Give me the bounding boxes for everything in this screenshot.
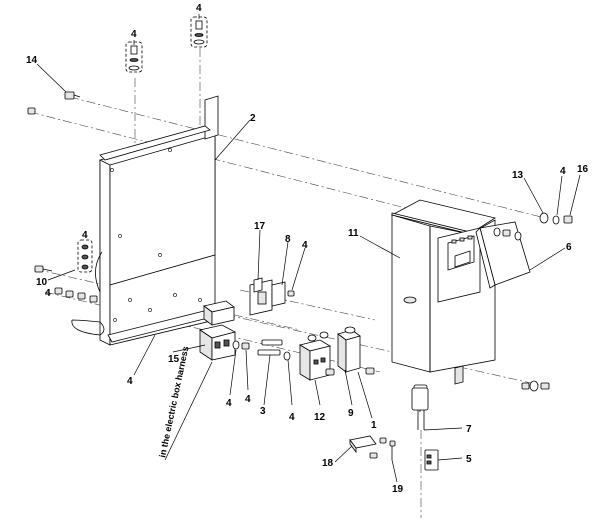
callout-9: 9 <box>348 408 354 419</box>
callout-4: 4 <box>289 412 295 423</box>
callout-5: 5 <box>466 454 472 465</box>
mounting-plate <box>71 95 233 346</box>
callout-4: 4 <box>82 230 88 241</box>
callout-3: 3 <box>260 406 266 417</box>
top-screw-assembly-left <box>125 41 143 73</box>
clip-8 <box>271 281 295 307</box>
callout-2: 2 <box>250 113 256 124</box>
callout-6: 6 <box>566 242 572 253</box>
left-screw-stack <box>77 239 93 273</box>
top-screw-assembly-right <box>190 16 208 48</box>
electric-box <box>390 199 497 412</box>
callout-4: 4 <box>560 166 566 177</box>
screw-10 <box>34 265 53 273</box>
callout-4: 4 <box>196 3 202 14</box>
callout-8: 8 <box>285 234 291 245</box>
cable-7 <box>411 387 429 518</box>
callout-10: 10 <box>36 277 48 288</box>
contactor-12 <box>298 331 335 381</box>
box-mount-screws <box>493 227 550 392</box>
callout-4: 4 <box>127 376 133 387</box>
callout-18: 18 <box>322 458 334 469</box>
callout-1: 1 <box>371 420 377 431</box>
callout-16: 16 <box>577 164 589 175</box>
screw-19 <box>389 440 396 460</box>
callout-4: 4 <box>245 394 251 405</box>
bracket-18 <box>349 435 387 459</box>
callout-4: 4 <box>45 288 51 299</box>
callout-7: 7 <box>466 424 472 435</box>
relay-15 <box>199 300 237 361</box>
callout-4: 4 <box>226 398 232 409</box>
callout-11: 11 <box>348 228 359 239</box>
callout-12: 12 <box>314 412 326 423</box>
small-nut-left <box>27 107 36 115</box>
lower-left-screw-row <box>54 287 98 303</box>
harness-note: in the electric box harness <box>157 345 213 461</box>
leader-lines <box>36 14 581 483</box>
right-washer-group <box>539 212 573 225</box>
module-9 <box>337 329 361 373</box>
callout-14: 14 <box>26 55 38 66</box>
screw-1 <box>344 326 375 375</box>
callout-15: 15 <box>168 354 180 365</box>
callout-4: 4 <box>131 29 137 40</box>
callout-19: 19 <box>392 484 404 495</box>
screw-14 <box>64 91 81 100</box>
bracket-17 <box>249 277 273 316</box>
callout-13: 13 <box>512 170 524 181</box>
callout-4: 4 <box>302 240 308 251</box>
callout-labels: 4 4 14 2 13 4 16 11 6 17 8 4 4 10 4 15 4… <box>26 3 589 495</box>
callout-17: 17 <box>254 221 266 232</box>
connector-5 <box>424 449 439 471</box>
spacer-assembly <box>232 339 291 361</box>
